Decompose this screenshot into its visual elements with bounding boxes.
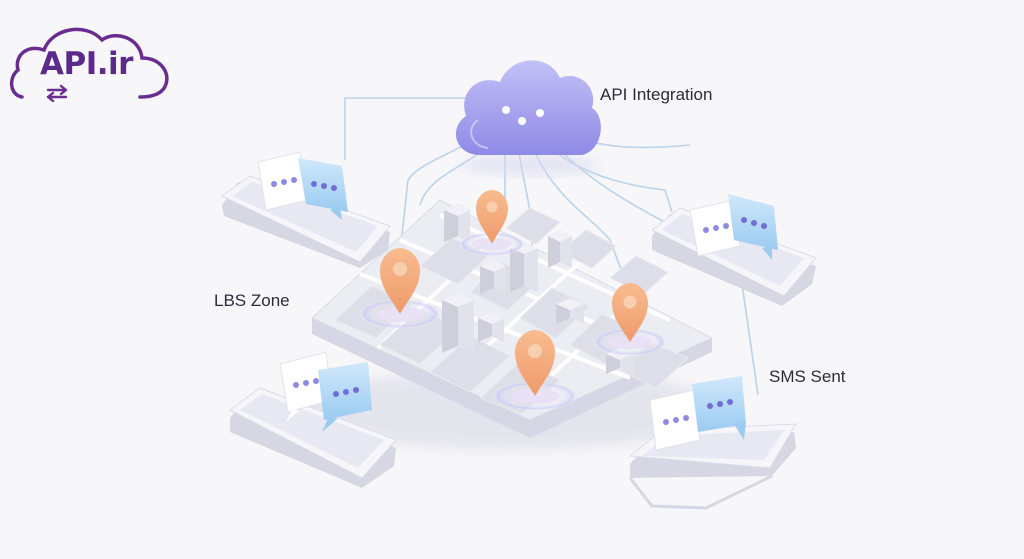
location-pin-icon (491, 330, 579, 411)
city-buildings (442, 204, 634, 374)
chat-bubble-icon (692, 376, 746, 440)
api-ir-logo (9, 27, 169, 103)
chat-bubble-icon (728, 194, 778, 260)
api-integration-label: API Integration (600, 85, 713, 104)
arrows-exchange-icon (46, 84, 68, 103)
location-pin-icon (458, 190, 526, 256)
location-pins (358, 190, 668, 411)
smartphone-bottom-left (229, 351, 397, 488)
location-pin-icon (358, 248, 442, 329)
chat-bubble-icon (649, 389, 701, 451)
location-pin-icon (592, 283, 668, 356)
cloud-icon (455, 60, 601, 175)
chat-bubble-icon (298, 158, 348, 220)
sms-sent-label: SMS Sent (769, 367, 846, 386)
smartphone-top-left (221, 151, 391, 268)
logo-cloud-outline (9, 27, 169, 99)
logo-text: API.ir (40, 46, 133, 82)
smartphone-bottom-right (628, 376, 797, 510)
lbs-zone-label: LBS Zone (214, 291, 290, 310)
chat-bubble-icon (689, 199, 741, 257)
chat-bubble-icon (318, 362, 372, 432)
smartphone-top-right (651, 194, 817, 306)
